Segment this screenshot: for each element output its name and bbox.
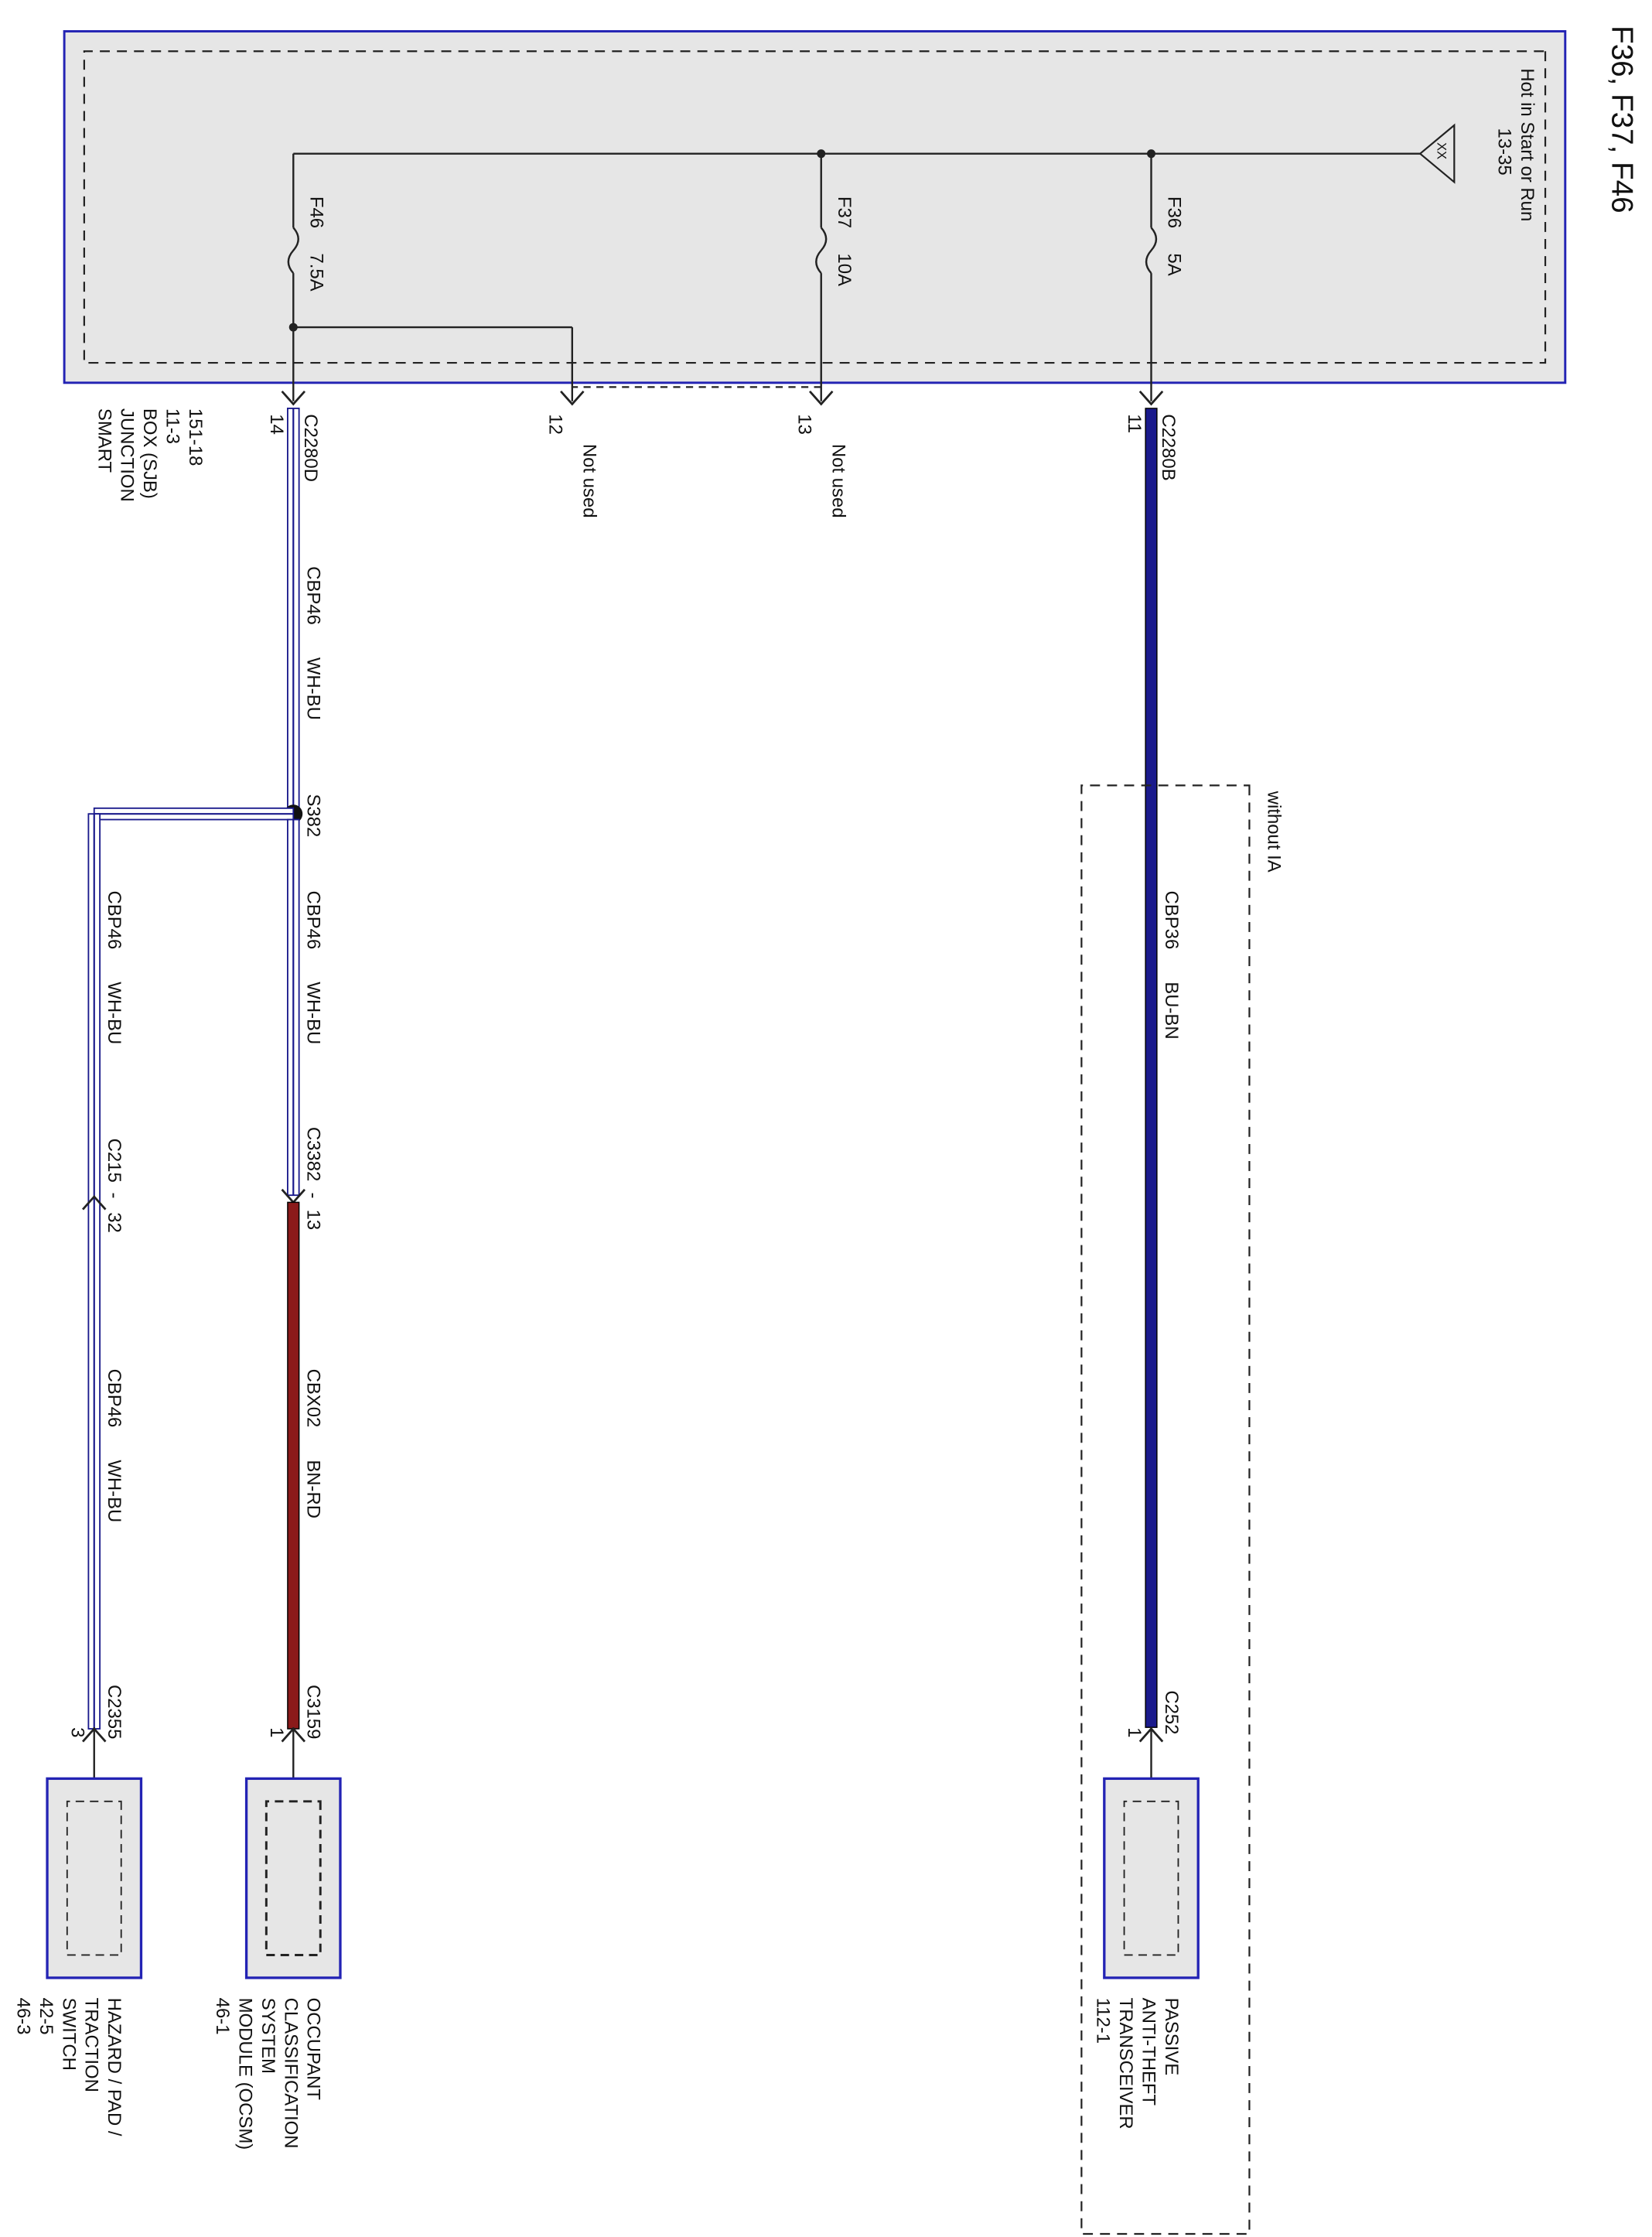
pats-module-inner bbox=[1123, 1800, 1179, 1956]
sjb-inner-dashed bbox=[83, 50, 1547, 364]
sjb-name-line1: SMART bbox=[94, 408, 114, 473]
c2280d-label: C2280D bbox=[300, 414, 321, 482]
c2355-pin: 3 bbox=[67, 1727, 87, 1737]
pin13-note: Not used bbox=[828, 444, 848, 518]
ocsm-name-line1: OCCUPANT bbox=[303, 1998, 324, 2101]
fuse-f46-symbol bbox=[287, 227, 299, 274]
option-box-label: without IA bbox=[1263, 791, 1284, 873]
fuse-f37-rating: 10A bbox=[834, 253, 855, 286]
power-source-symbol: XX bbox=[1434, 142, 1449, 159]
c2280b-pin: 11 bbox=[1124, 414, 1145, 433]
hazard-name-line1: HAZARD / PAD / bbox=[104, 1998, 125, 2136]
pin12-number: 12 bbox=[544, 414, 565, 435]
ocsm-module bbox=[244, 1777, 342, 1979]
pin12-arrow bbox=[560, 390, 585, 406]
ocsm-module-inner bbox=[265, 1800, 322, 1956]
ocsm-name-line5: 46-1 bbox=[212, 1998, 233, 2035]
cbp46-hazard-color: WH-BU bbox=[104, 1460, 125, 1522]
ocsm-name-line4: MODULE (OCSM) bbox=[234, 1998, 255, 2150]
c3382-pin: 13 bbox=[303, 1210, 324, 1231]
cbp46-branch-circuit: CBP46 bbox=[104, 891, 125, 950]
pats-name-line4: 112-1 bbox=[1093, 1998, 1114, 2044]
fuse-f36-rating: 5A bbox=[1164, 253, 1185, 275]
fuse-f46-name: F46 bbox=[305, 196, 326, 228]
c215-arrow bbox=[82, 1194, 107, 1211]
sjb-name-line4: 11-3 bbox=[162, 408, 183, 444]
c2280b-arrow bbox=[1138, 390, 1164, 406]
hazard-name-line5: 46-3 bbox=[12, 1998, 33, 2035]
hazard-name-line2: TRACTION bbox=[81, 1998, 102, 2092]
hot-label-line1: Hot in Start or Run bbox=[1517, 68, 1538, 221]
c3159-pin: 1 bbox=[266, 1727, 287, 1737]
wire-cbx02 bbox=[287, 1201, 300, 1730]
c215-pin: 32 bbox=[104, 1212, 125, 1233]
pats-name-line2: ANTI-THEFT bbox=[1138, 1998, 1159, 2106]
cbp46-ocsm-circuit: CBP46 bbox=[303, 891, 324, 950]
pin12-note: Not used bbox=[579, 444, 600, 518]
bus-junction-f37 bbox=[817, 149, 826, 159]
pin13-arrow bbox=[808, 390, 834, 406]
cbp46-hazard-circuit: CBP46 bbox=[104, 1369, 125, 1428]
wire-cbp36 bbox=[1145, 408, 1158, 1728]
hazard-switch-module bbox=[46, 1777, 143, 1979]
sjb-name-line5: 151-18 bbox=[185, 408, 206, 466]
cbp46-main-color: WH-BU bbox=[303, 657, 324, 720]
ocsm-name-line2: CLASSIFICATION bbox=[280, 1998, 301, 2149]
c2280d-arrow bbox=[281, 390, 306, 406]
cbp36-circuit: CBP36 bbox=[1161, 891, 1182, 950]
page-title: F36, F37, F46 bbox=[1605, 26, 1638, 213]
hazard-name-line4: 42-5 bbox=[36, 1998, 56, 2035]
c3382-sep: - bbox=[303, 1193, 324, 1199]
fuse-f36-name: F36 bbox=[1164, 196, 1185, 228]
fuse-f36-symbol bbox=[1145, 227, 1158, 274]
c2355-label: C2355 bbox=[104, 1685, 125, 1739]
pats-name-line3: TRANSCEIVER bbox=[1115, 1998, 1136, 2129]
splice-s382-label: S382 bbox=[303, 794, 324, 837]
c2280d-pin: 14 bbox=[266, 414, 287, 435]
c252-pin: 1 bbox=[1124, 1727, 1145, 1737]
fuse-f37-symbol bbox=[815, 227, 828, 274]
bus-junction-f36 bbox=[1146, 149, 1156, 159]
cbp46-branch-color: WH-BU bbox=[104, 982, 125, 1044]
hot-label-line2: 13-35 bbox=[1493, 128, 1514, 176]
power-source-triangle bbox=[1418, 123, 1456, 184]
ocsm-name-line3: SYSTEM bbox=[258, 1998, 278, 2074]
cbp46-main-circuit: CBP46 bbox=[303, 566, 324, 625]
sjb-box bbox=[63, 29, 1567, 384]
c3382-name: C3382 bbox=[303, 1127, 324, 1181]
diagram-content: F36, F37, F46 Hot in Start or Run 13-35 … bbox=[12, 26, 1638, 2235]
hazard-name-line3: SWITCH bbox=[58, 1998, 79, 2071]
pats-module bbox=[1103, 1777, 1200, 1979]
cbx02-color: BN-RD bbox=[303, 1460, 324, 1518]
option-box-without-ia bbox=[1080, 784, 1251, 2235]
sjb-name-line2: JUNCTION bbox=[117, 408, 138, 502]
c2280b-label: C2280B bbox=[1158, 414, 1179, 480]
c215-name: C215 bbox=[104, 1139, 125, 1183]
pats-name-line1: PASSIVE bbox=[1161, 1998, 1182, 2076]
hazard-switch-inner bbox=[66, 1800, 122, 1956]
pin13-number: 13 bbox=[794, 414, 814, 435]
cbp36-color: BU-BN bbox=[1161, 982, 1182, 1039]
cbp46-ocsm-color: WH-BU bbox=[303, 982, 324, 1044]
c252-label: C252 bbox=[1161, 1690, 1182, 1734]
c215-sep: - bbox=[104, 1193, 125, 1199]
c3159-label: C3159 bbox=[303, 1685, 324, 1739]
fuse-f37-name: F37 bbox=[834, 196, 855, 228]
fuse-f46-rating: 7.5A bbox=[305, 253, 326, 291]
sjb-name-line3: BOX (SJB) bbox=[139, 408, 160, 499]
cbx02-circuit: CBX02 bbox=[303, 1369, 324, 1428]
